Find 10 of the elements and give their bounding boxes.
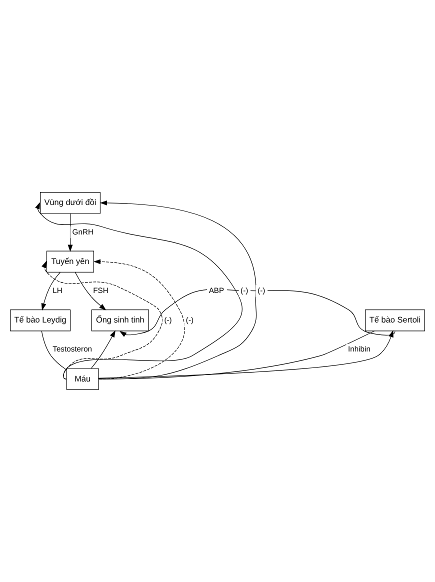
arrow (42, 260, 163, 380)
arrow (93, 259, 185, 380)
arrow (90, 330, 116, 369)
arrow (41, 272, 60, 310)
arrow (35, 202, 242, 380)
connector (41, 330, 67, 370)
arrow (68, 213, 73, 252)
arrow (74, 272, 106, 310)
arrow (119, 288, 396, 337)
arrow (98, 200, 257, 380)
